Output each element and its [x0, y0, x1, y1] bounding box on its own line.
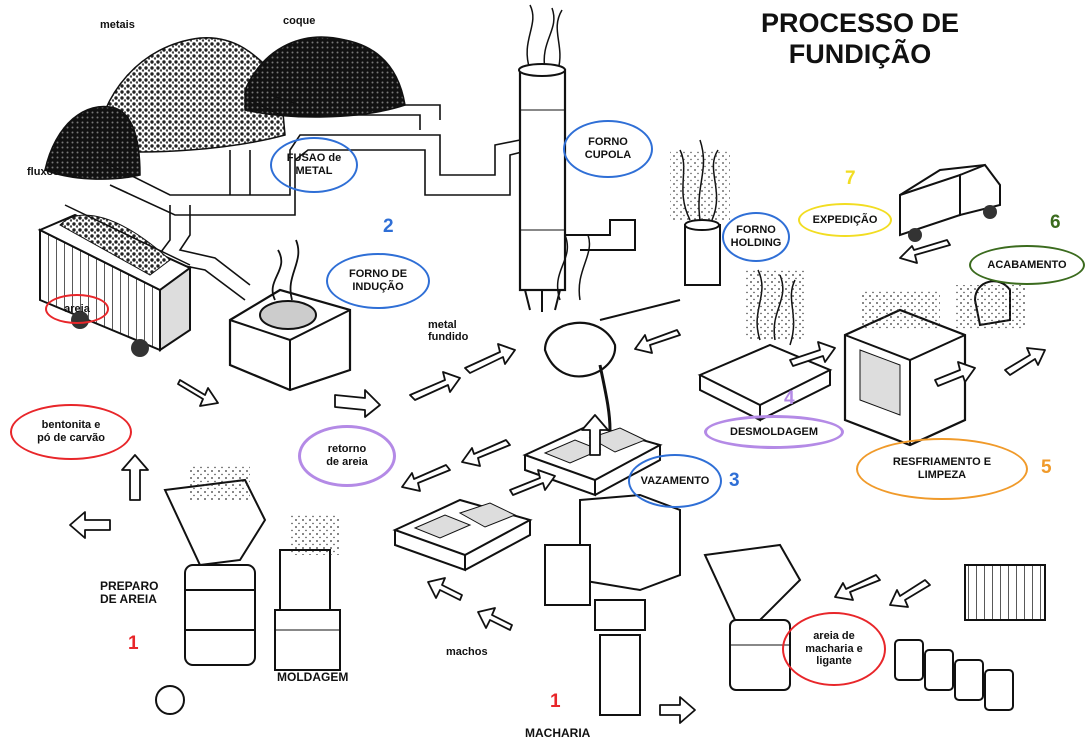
step-number-resfriamento: 5: [1041, 457, 1052, 479]
shakeout-machine: [700, 270, 830, 420]
oval-areia: areia: [45, 294, 109, 324]
delivery-truck: [900, 165, 1000, 242]
label-fluxos: fluxos: [27, 167, 59, 179]
label-machos: machos: [446, 647, 488, 659]
step-number-fusao: 2: [383, 216, 394, 238]
oval-vazamento: VAZAMENTO: [628, 454, 722, 508]
oval-bentonita: bentonita e pó de carvão: [10, 404, 132, 460]
step-number-macharia: 1: [550, 691, 561, 713]
oval-acabamento: ACABAMENTO: [969, 245, 1085, 285]
oval-forno-holding: FORNO HOLDING: [722, 212, 790, 262]
induction-furnace: [230, 240, 350, 390]
oval-resfriamento-limpeza: RESFRIAMENTO E LIMPEZA: [856, 438, 1028, 500]
moulding-machine: [275, 515, 340, 670]
sand-rail-wagon: [40, 205, 190, 357]
step-number-desmoldagem: 4: [784, 388, 795, 410]
step-number-acabamento: 6: [1050, 212, 1061, 234]
diagram-title: PROCESSO DE FUNDIÇÃO: [742, 8, 978, 69]
sand-preparation-plant: [156, 465, 265, 714]
oval-forno-inducao: FORNO DE INDUÇÃO: [326, 253, 430, 309]
label-macharia: MACHARIA: [525, 727, 590, 740]
label-preparo-areia: PREPARO DE AREIA: [100, 580, 158, 605]
step-number-preparo: 1: [128, 633, 139, 655]
oval-forno-cupola: FORNO CUPOLA: [563, 120, 653, 178]
oval-retorno-areia: retorno de areia: [298, 425, 396, 487]
step-number-vazamento: 3: [729, 470, 740, 492]
finishing-machine: [955, 281, 1025, 330]
label-moldagem: MOLDAGEM: [277, 671, 348, 684]
oval-desmoldagem: DESMOLDAGEM: [704, 415, 844, 449]
step-number-expedicao: 7: [845, 168, 856, 190]
label-coque: coque: [283, 16, 315, 28]
label-metal-fundido: metal fundido: [428, 320, 468, 343]
core-making-machine: [545, 495, 680, 715]
cooling-cleaning-unit: [845, 290, 965, 445]
oval-areia-macharia: areia de macharia e ligante: [782, 612, 886, 686]
core-sand-hopper: [705, 545, 800, 690]
holding-furnace: [670, 140, 730, 285]
oval-fusao-metal: FUSAO de METAL: [270, 137, 358, 193]
oval-expedicao: EXPEDIÇÃO: [798, 203, 892, 237]
label-metais: metais: [100, 20, 135, 32]
